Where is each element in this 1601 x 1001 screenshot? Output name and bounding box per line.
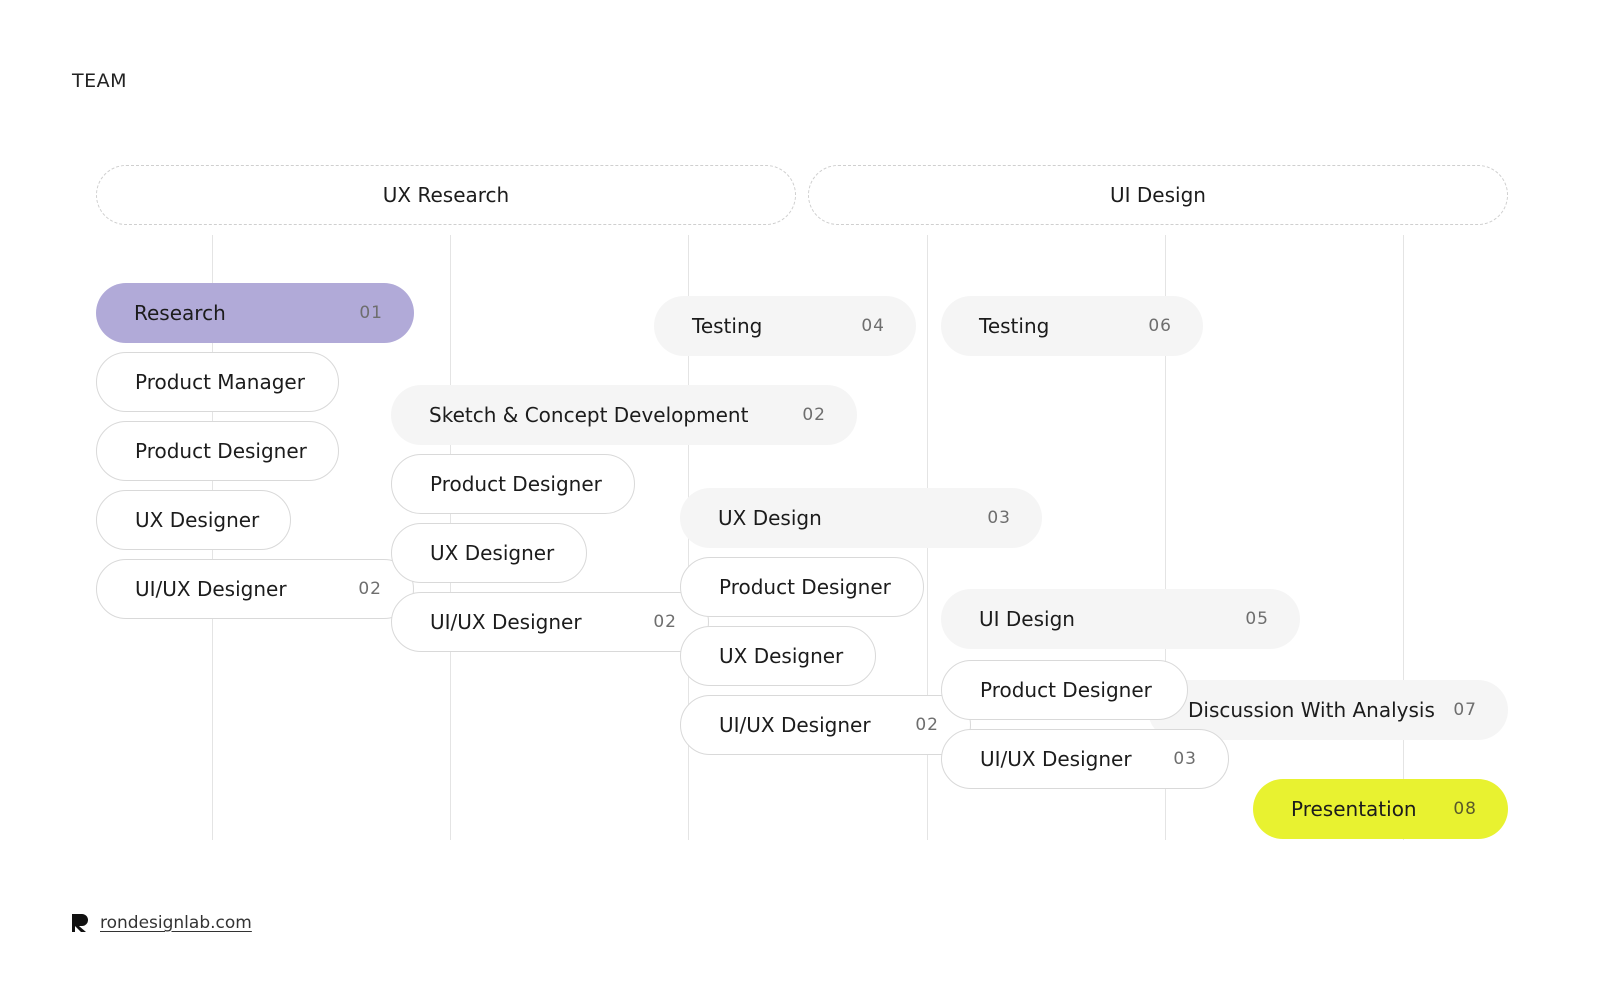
role-label: Product Designer <box>430 472 602 496</box>
role-uiux-designer[interactable]: UI/UX Designer 02 <box>680 695 971 755</box>
role-ux-designer[interactable]: UX Designer <box>96 490 291 550</box>
role-uiux-designer[interactable]: UI/UX Designer 02 <box>96 559 414 619</box>
task-number: 05 <box>1245 609 1269 629</box>
ron-logo-icon <box>72 914 88 932</box>
task-label: Testing <box>692 314 763 338</box>
grid-line <box>1403 235 1404 840</box>
role-label: UI/UX Designer <box>980 747 1132 771</box>
role-number: 02 <box>358 579 382 599</box>
role-product-manager[interactable]: Product Manager <box>96 352 339 412</box>
task-number: 06 <box>1148 316 1172 336</box>
task-label: Testing <box>979 314 1050 338</box>
role-label: Product Designer <box>135 439 307 463</box>
role-number: 02 <box>653 612 677 632</box>
role-product-designer[interactable]: Product Designer <box>391 454 635 514</box>
task-sketch-concept[interactable]: Sketch & Concept Development 02 <box>391 385 857 445</box>
page-title: TEAM <box>72 70 128 92</box>
role-product-designer[interactable]: Product Designer <box>680 557 924 617</box>
role-label: UI/UX Designer <box>719 713 871 737</box>
task-label: Research <box>134 301 226 325</box>
task-number: 03 <box>987 508 1011 528</box>
task-research[interactable]: Research 01 <box>96 283 414 343</box>
task-number: 01 <box>359 303 383 323</box>
task-testing-1[interactable]: Testing 04 <box>654 296 916 356</box>
task-number: 07 <box>1453 700 1477 720</box>
role-label: UX Designer <box>430 541 555 565</box>
role-label: UX Designer <box>135 508 260 532</box>
role-label: Product Designer <box>719 575 891 599</box>
role-uiux-designer[interactable]: UI/UX Designer 02 <box>391 592 709 652</box>
footer: rondesignlab.com <box>70 912 252 934</box>
task-number: 02 <box>802 405 826 425</box>
task-ux-design[interactable]: UX Design 03 <box>680 488 1042 548</box>
task-label: Sketch & Concept Development <box>429 403 749 427</box>
role-ux-designer[interactable]: UX Designer <box>680 626 876 686</box>
grid-line <box>1165 235 1166 840</box>
phase-ux-research: UX Research <box>96 165 796 225</box>
role-label: Product Manager <box>135 370 305 394</box>
task-label: UX Design <box>718 506 822 530</box>
phase-ui-design: UI Design <box>808 165 1508 225</box>
task-number: 08 <box>1453 799 1477 819</box>
role-label: UX Designer <box>719 644 844 668</box>
role-number: 03 <box>1173 749 1197 769</box>
task-testing-2[interactable]: Testing 06 <box>941 296 1203 356</box>
task-number: 04 <box>861 316 885 336</box>
role-label: UI/UX Designer <box>430 610 582 634</box>
role-label: Product Designer <box>980 678 1152 702</box>
task-label: Presentation <box>1291 797 1417 821</box>
task-label: UI Design <box>979 607 1075 631</box>
task-label: Discussion With Analysis <box>1188 698 1435 722</box>
role-product-designer[interactable]: Product Designer <box>96 421 339 481</box>
site-link[interactable]: rondesignlab.com <box>100 913 252 933</box>
role-label: UI/UX Designer <box>135 577 287 601</box>
role-product-designer[interactable]: Product Designer <box>941 660 1188 720</box>
role-uiux-designer[interactable]: UI/UX Designer 03 <box>941 729 1229 789</box>
task-presentation[interactable]: Presentation 08 <box>1253 779 1508 839</box>
task-ui-design[interactable]: UI Design 05 <box>941 589 1300 649</box>
role-number: 02 <box>915 715 939 735</box>
role-ux-designer[interactable]: UX Designer <box>391 523 587 583</box>
